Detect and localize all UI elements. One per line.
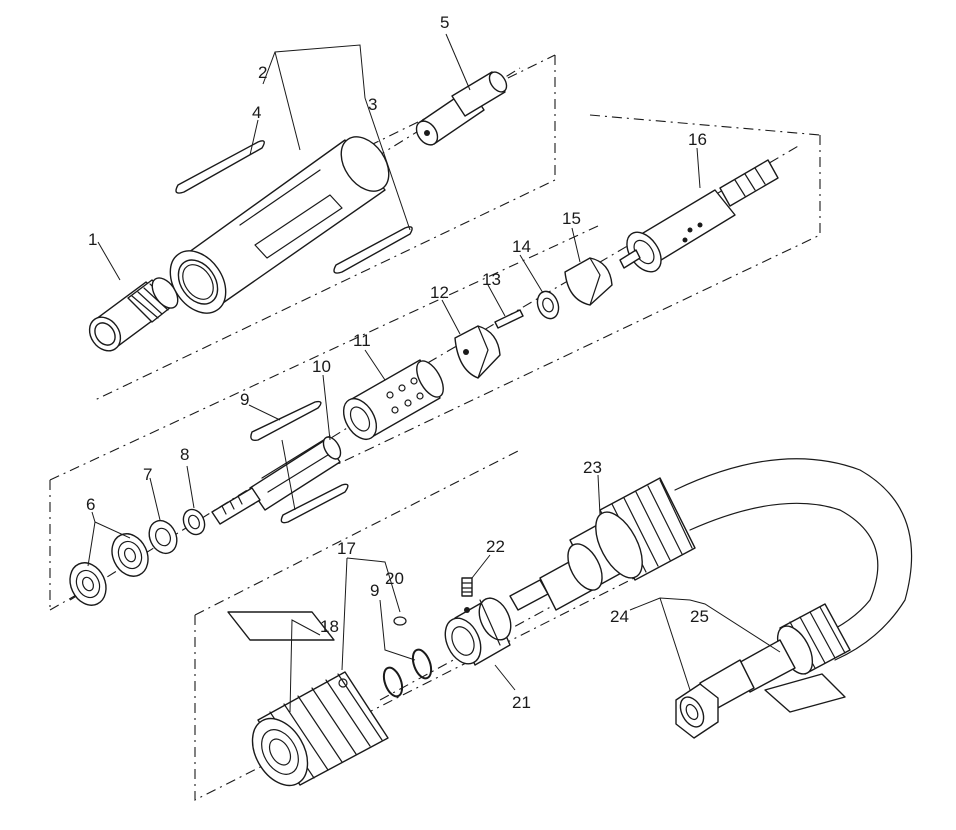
o-rings (382, 648, 433, 698)
part-8-ring (182, 508, 206, 536)
part-5-coupler (415, 71, 508, 146)
part-1-inlet-bushing (88, 277, 179, 352)
label-part-20: 20 (385, 569, 404, 588)
label-part-9-lower: 9 (370, 581, 379, 600)
part-3-vane-strip (333, 226, 413, 274)
label-part-6: 6 (86, 495, 95, 514)
label-part-3: 3 (368, 95, 377, 114)
label-part-2: 2 (258, 63, 267, 82)
label-part-17: 17 (337, 539, 356, 558)
part-12-cylinder-cap (454, 325, 501, 379)
label-part-23: 23 (583, 458, 602, 477)
part-21-valve-body (444, 597, 512, 666)
part-14-bearing (536, 290, 560, 320)
part-6-bearing-b (69, 562, 107, 606)
label-part-10: 10 (312, 357, 331, 376)
part-22-set-screw (461, 577, 473, 613)
part-11-cylinder (342, 359, 444, 440)
part-4-vane-strip (175, 140, 265, 194)
part-24-25-hose-end (675, 603, 851, 739)
label-part-13: 13 (482, 270, 501, 289)
label-part-11: 11 (353, 331, 371, 350)
label-part-12: 12 (430, 283, 449, 302)
label-part-24: 24 (610, 607, 629, 626)
part-labels: 1 2 3 4 5 6 7 8 9 10 11 12 13 14 15 16 1… (86, 13, 709, 712)
part-15-end-plate (564, 257, 613, 306)
label-part-9-upper: 9 (240, 390, 249, 409)
part-18-label-plate (227, 611, 335, 641)
part-10-rotor (211, 435, 342, 525)
label-part-8: 8 (180, 445, 189, 464)
part-20-o-ring (393, 616, 407, 626)
part-13-pin (494, 309, 524, 329)
part-23-hose-assembly (509, 458, 913, 661)
label-part-18: 18 (320, 617, 339, 636)
label-part-16: 16 (688, 130, 707, 149)
label-part-5: 5 (440, 13, 449, 32)
part-2-housing (169, 136, 390, 314)
leader-lines (87, 33, 781, 713)
label-part-4: 4 (252, 103, 261, 122)
label-part-22: 22 (486, 537, 505, 556)
label-part-14: 14 (512, 237, 531, 256)
part-9-vane-strip-lower (280, 483, 349, 524)
part-7-washer (148, 519, 178, 555)
label-part-25: 25 (690, 607, 709, 626)
label-part-21: 21 (512, 693, 531, 712)
part-17-handle (251, 671, 389, 787)
label-part-7: 7 (143, 465, 152, 484)
label-part-1: 1 (88, 230, 97, 249)
part-16-spindle (619, 159, 779, 273)
part-9-vane-strip-upper (250, 400, 322, 442)
part-6-bearing-a (111, 533, 149, 577)
label-part-15: 15 (562, 209, 581, 228)
